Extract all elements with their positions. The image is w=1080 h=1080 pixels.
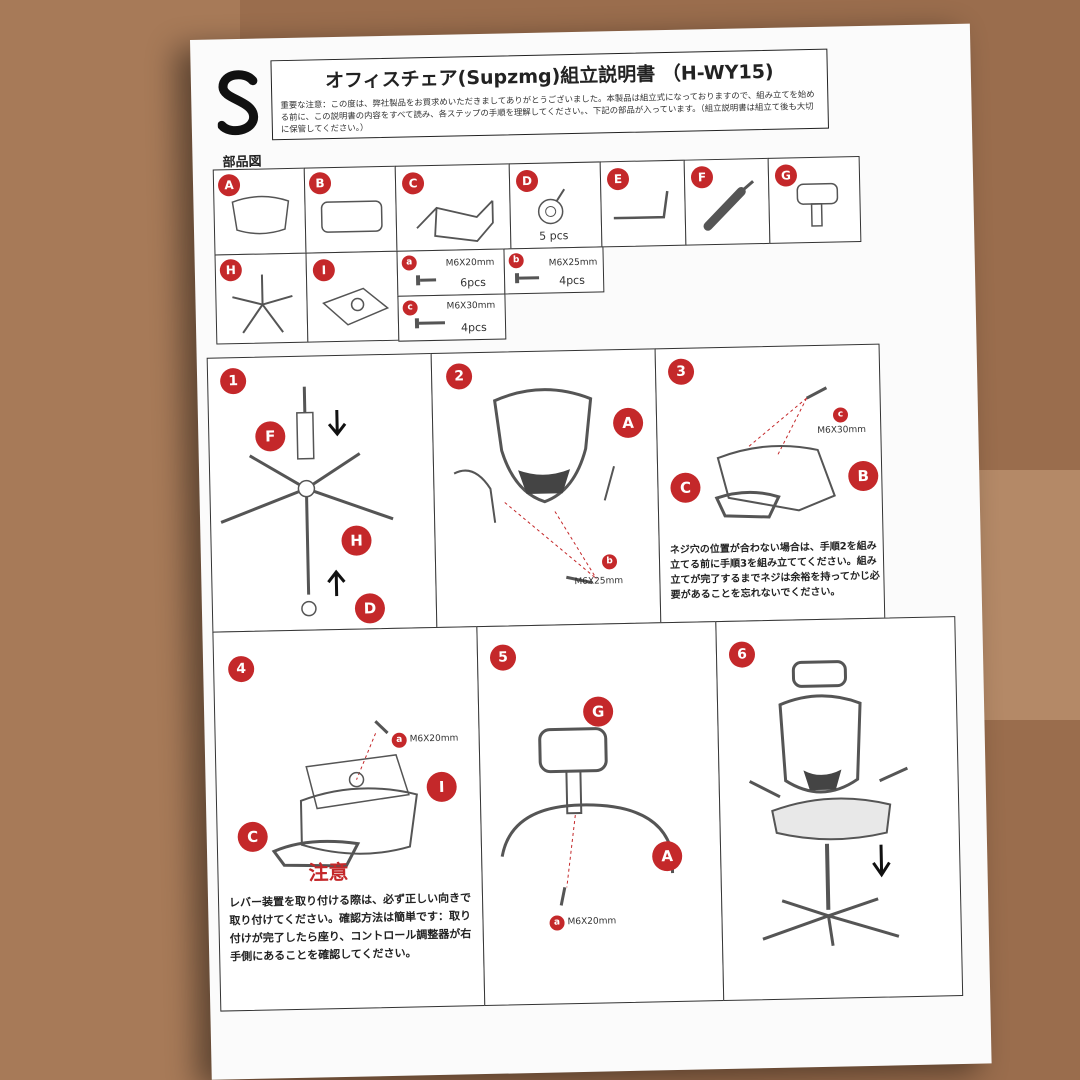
step-1-panel: 1 F H D: [206, 353, 438, 633]
step-3-diagram: [714, 386, 836, 519]
step-3-note: ネジ穴の位置が合わない場合は、手順2を組み立てる前に手順3を組み立ててください。…: [669, 540, 880, 602]
screw-c-quantity: 4pcs: [460, 320, 487, 335]
part-cell-screw-a: a M6X20mm 6pcs: [396, 248, 506, 297]
assembled-chair-icon: [748, 660, 909, 946]
step-5-diagram: [500, 727, 675, 906]
hex-key-icon: [613, 190, 669, 220]
caster-wheel-icon: [537, 188, 566, 225]
part-cell-e: E: [599, 159, 687, 248]
screw-a-quantity: 6pcs: [460, 275, 487, 290]
caution-text: レバー装置を取り付ける際は、必ず正しい向きで取り付けてください。確認方法は簡単で…: [228, 891, 472, 964]
part-cell-a: A: [212, 167, 307, 256]
part-cell-c: C: [394, 163, 512, 252]
part-cell-screw-b: b M6X25mm 4pcs: [503, 246, 605, 295]
screw-icon: [414, 318, 446, 329]
step-4-diagram: [271, 720, 418, 868]
seat-icon: [320, 200, 383, 233]
caution-title: 注意: [308, 859, 349, 885]
backrest-icon: [231, 195, 290, 235]
gas-cylinder-icon: [703, 180, 755, 231]
step-5-panel: 5 G A a M6X20mm: [476, 621, 725, 1007]
step-5-screw-size: M6X20mm: [567, 916, 617, 928]
screw-b-quantity: 4pcs: [558, 273, 586, 288]
title-box: オフィスチェア(Supzmg)組立説明書 （H-WY15) 重要な注意：この度は…: [270, 48, 829, 141]
step-2-screw-size: M6X25mm: [574, 576, 624, 588]
step-6-panel: 6: [715, 616, 964, 1002]
step-2-diagram: [453, 388, 615, 585]
part-d-quantity: 5 pcs: [539, 229, 569, 243]
screw-icon: [514, 273, 540, 284]
part-cell-h: H: [214, 252, 309, 345]
star-base-icon: [232, 274, 293, 334]
step-4-screw-size: M6X20mm: [409, 733, 459, 745]
step-1-diagram: [220, 386, 394, 617]
parts-heading: 部品図: [222, 154, 262, 171]
part-cell-b: B: [303, 165, 398, 254]
step-3-screw-size: M6X30mm: [817, 424, 867, 436]
part-cell-d: D 5 pcs: [508, 161, 603, 250]
instruction-sheet: オフィスチェア(Supzmg)組立説明書 （H-WY15) 重要な注意：この度は…: [190, 23, 992, 1080]
part-cell-g: G: [767, 156, 862, 244]
part-cell-f: F: [683, 157, 771, 246]
headrest-icon: [796, 182, 839, 227]
screw-icon: [415, 275, 437, 286]
tilt-mechanism-icon: [322, 287, 390, 326]
step-2-panel: 2 A b M6X25mm: [430, 348, 662, 628]
seat-frame-icon: [416, 200, 494, 242]
part-cell-i: I: [305, 250, 400, 343]
step-3-panel: 3 c M6X30mm C B ネジ穴の位置が合わない場合は、手順2を組み立てる…: [654, 343, 886, 624]
step-4-panel: 4 a M6X20mm I C 注意 レバー装置を取り付ける際は、必ず正しい向き…: [212, 626, 486, 1012]
part-cell-screw-c: c M6X30mm 4pcs: [397, 293, 507, 342]
brand-logo-icon: [217, 70, 259, 136]
important-notice: 重要な注意：この度は、弊社製品をお買求めいただきましてありがとうございました。本…: [280, 88, 815, 135]
